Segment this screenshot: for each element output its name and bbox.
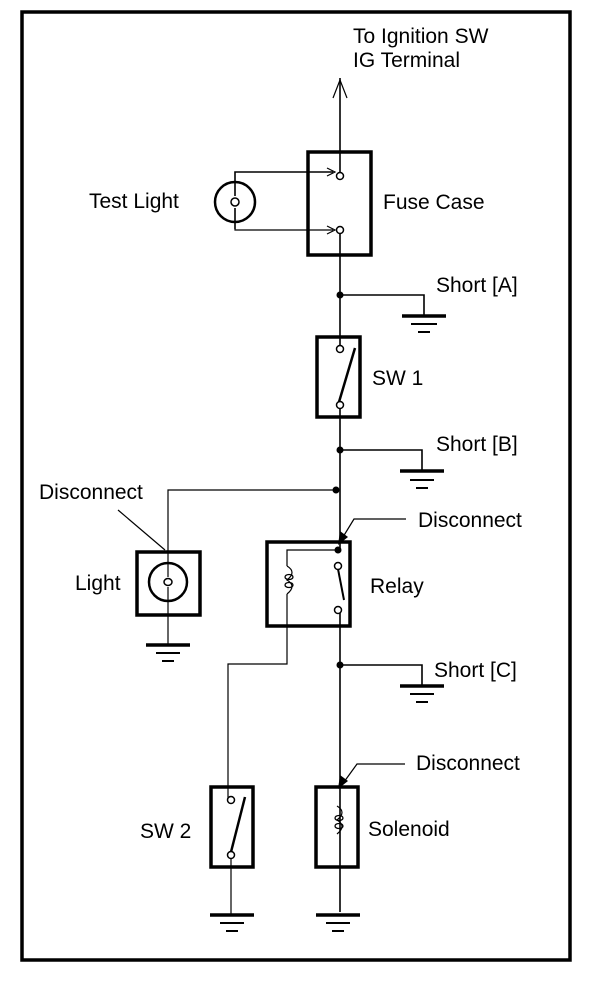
short-a-wire bbox=[340, 294, 425, 316]
disconnect-relay-arrow-icon bbox=[338, 531, 348, 545]
ground-b-icon bbox=[400, 469, 444, 489]
short-a-label: Short [A] bbox=[436, 274, 518, 297]
relay-label: Relay bbox=[370, 575, 424, 598]
fuse-case-label: Fuse Case bbox=[383, 191, 485, 214]
relay-coil-icon bbox=[227, 549, 338, 800]
ground-sw2-icon bbox=[210, 913, 254, 932]
solenoid-label: Solenoid bbox=[368, 818, 450, 841]
fuse-terminal-top bbox=[335, 171, 345, 181]
short-c-wire bbox=[340, 664, 423, 686]
solenoid-box bbox=[314, 785, 360, 869]
ignition-label-line1: To Ignition SW bbox=[353, 25, 489, 48]
fuse-terminal-bottom bbox=[335, 225, 345, 235]
sw2-switch-icon bbox=[226, 795, 247, 915]
disconnect-solenoid-arrow-icon bbox=[338, 775, 348, 789]
test-light-probe-wires bbox=[234, 167, 337, 235]
fuse-case-box bbox=[306, 150, 373, 257]
disconnect-light-label: Disconnect bbox=[39, 481, 143, 504]
ground-solenoid-icon bbox=[316, 913, 360, 932]
short-b-wire bbox=[340, 449, 423, 471]
disconnect-solenoid-label: Disconnect bbox=[416, 752, 520, 775]
disconnect-solenoid-pointer bbox=[343, 763, 405, 783]
sw1-label: SW 1 bbox=[372, 367, 423, 390]
test-light-icon bbox=[213, 174, 257, 229]
sw2-label: SW 2 bbox=[140, 820, 191, 843]
disconnect-light-pointer bbox=[117, 509, 166, 551]
diagram-frame bbox=[20, 10, 572, 962]
solenoid-coil-icon bbox=[334, 805, 344, 835]
short-c-label: Short [C] bbox=[434, 659, 517, 682]
light-feed-wire bbox=[167, 489, 336, 552]
disconnect-relay-pointer bbox=[342, 518, 406, 538]
up-arrow-icon bbox=[332, 78, 348, 99]
short-b-label: Short [B] bbox=[436, 433, 518, 456]
ground-a-icon bbox=[402, 314, 446, 333]
disconnect-relay-label: Disconnect bbox=[418, 509, 522, 532]
ground-light-icon bbox=[146, 643, 190, 662]
relay-box bbox=[265, 540, 352, 628]
ground-c-icon bbox=[400, 684, 444, 703]
sw1-box bbox=[315, 335, 362, 419]
light-bulb-icon bbox=[147, 552, 189, 645]
sw1-switch-icon bbox=[335, 344, 357, 410]
ignition-label-line2: IG Terminal bbox=[353, 49, 460, 72]
test-light-label: Test Light bbox=[89, 190, 179, 213]
light-label: Light bbox=[75, 572, 121, 595]
sw2-box bbox=[209, 785, 255, 869]
relay-contact-icon bbox=[333, 561, 345, 615]
